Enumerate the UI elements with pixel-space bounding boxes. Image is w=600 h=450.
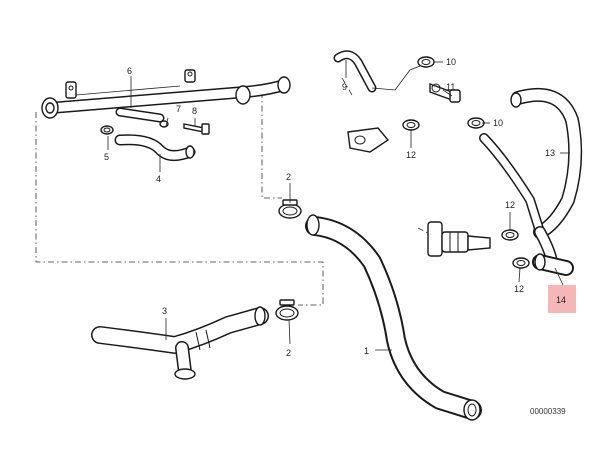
callout-10-lower: 10 bbox=[493, 118, 503, 128]
callout-2-upper: 2 bbox=[286, 172, 291, 182]
bolt-part-8 bbox=[183, 123, 210, 135]
callout-12-lower: 12 bbox=[514, 284, 524, 294]
callout-10-upper: 10 bbox=[446, 57, 456, 67]
clamp-part-10-upper bbox=[417, 56, 435, 68]
main-hose-part-1 bbox=[305, 214, 482, 421]
small-hose-part-9 bbox=[333, 50, 421, 93]
heater-valve bbox=[427, 221, 491, 257]
highlight-box-part-14 bbox=[548, 285, 576, 313]
clamp-part-2-upper bbox=[278, 199, 302, 219]
callout-labels: 6 7 8 5 4 2 3 2 1 9 10 11 10 12 13 12 12… bbox=[104, 57, 566, 358]
callout-3: 3 bbox=[162, 306, 167, 316]
callout-8: 8 bbox=[192, 106, 197, 116]
valve-part-11 bbox=[429, 83, 461, 103]
callout-9: 9 bbox=[342, 82, 347, 92]
hose-part-3 bbox=[91, 306, 269, 380]
clamp-part-12-upper bbox=[402, 119, 420, 131]
callout-2-lower: 2 bbox=[286, 348, 291, 358]
callout-12-upper: 12 bbox=[406, 150, 416, 160]
clamp-part-5 bbox=[100, 125, 114, 135]
callout-5: 5 bbox=[104, 152, 109, 162]
callout-13: 13 bbox=[545, 148, 555, 158]
clamp-part-12-lower bbox=[512, 257, 530, 269]
coolant-pipe-part-6 bbox=[41, 69, 291, 123]
small-hose-part-4 bbox=[114, 134, 196, 161]
callout-11: 11 bbox=[446, 82, 455, 92]
connector-part-14 bbox=[532, 253, 574, 276]
callout-7: 7 bbox=[176, 104, 181, 114]
callout-6: 6 bbox=[127, 66, 132, 76]
callout-4: 4 bbox=[156, 174, 161, 184]
callout-1: 1 bbox=[364, 346, 369, 356]
leader-lines bbox=[107, 60, 570, 351]
flange-fitting bbox=[347, 127, 390, 153]
drawing-code: 00000339 bbox=[530, 407, 566, 416]
hose-part-13 bbox=[479, 87, 583, 268]
clamp-part-2-lower bbox=[275, 299, 299, 321]
clamp-part-12-middle bbox=[501, 229, 519, 241]
clamp-part-10-lower bbox=[467, 117, 485, 129]
callout-12-middle: 12 bbox=[505, 200, 515, 210]
callout-14: 14 bbox=[556, 295, 566, 305]
